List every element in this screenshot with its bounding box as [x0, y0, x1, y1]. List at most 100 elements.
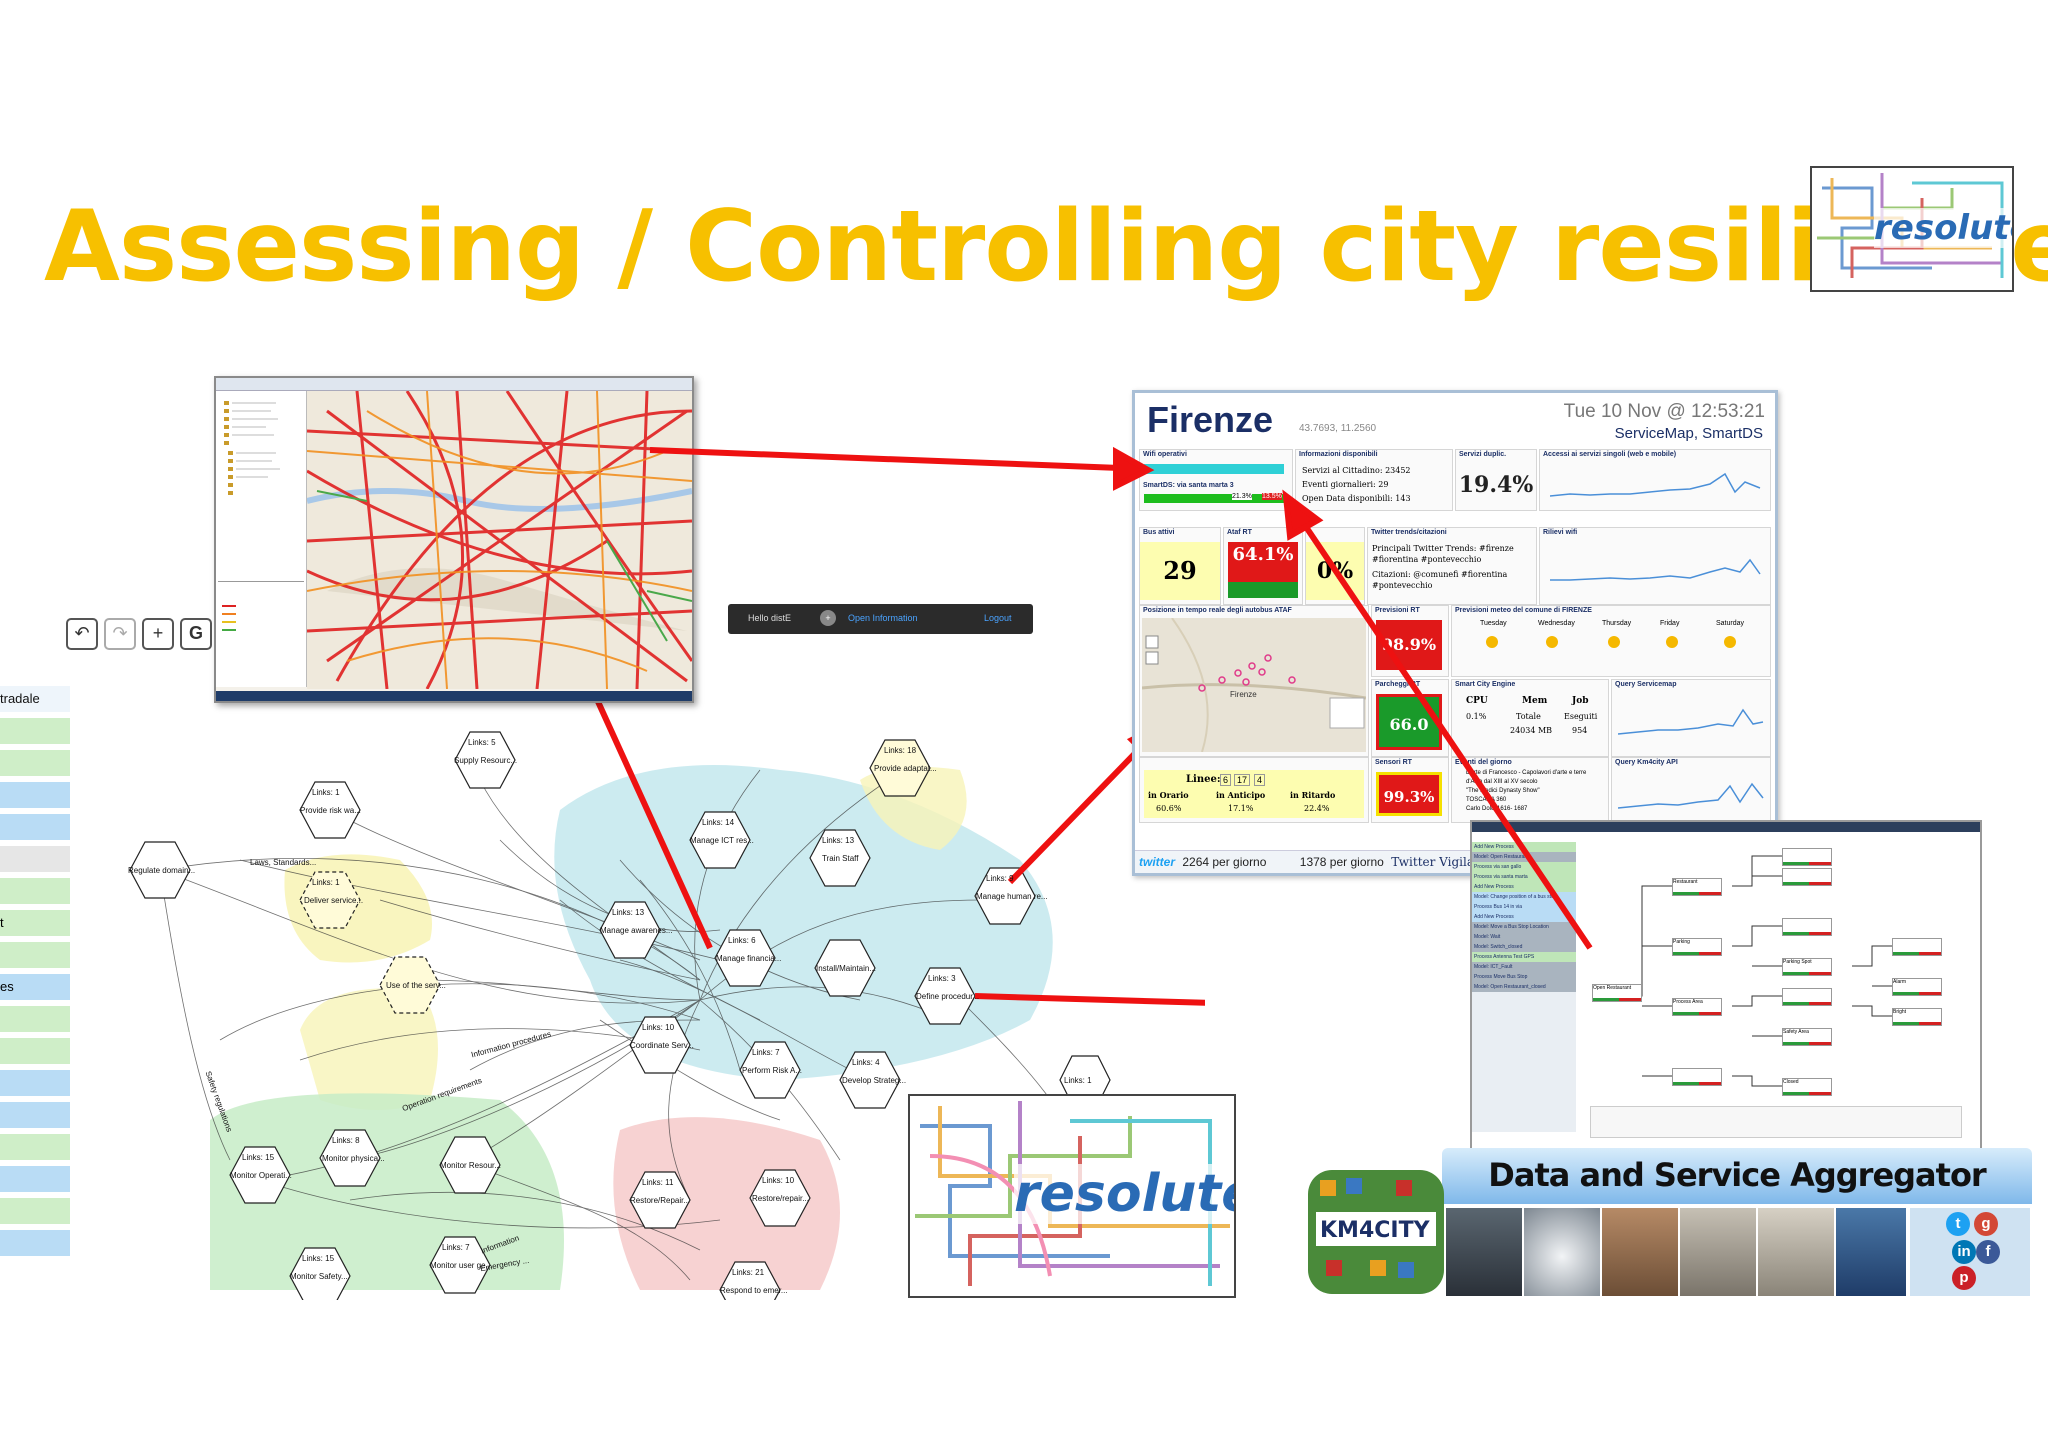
sidebar-item[interactable] [0, 878, 70, 904]
widget-title: Bus attivi [1143, 529, 1175, 536]
process-item[interactable]: Model: Open Restaurant [1472, 852, 1576, 862]
process-item[interactable]: Process via san gallo [1472, 862, 1576, 872]
process-item[interactable]: Model: Switch_closed [1472, 942, 1576, 952]
km4city-banner: Data and Service Aggregator [1442, 1148, 2032, 1204]
widget-posizione[interactable]: Posizione in tempo reale degli autobus A… [1139, 605, 1369, 757]
open-information-link[interactable]: Open Information [848, 613, 918, 623]
tree-node[interactable]: Alarm [1892, 978, 1942, 996]
sidebar-item[interactable] [0, 1006, 70, 1032]
resolute-logo-bottom: resolute [908, 1094, 1236, 1298]
resilience-network-diagram [129, 600, 1205, 1300]
sce-header: Mem [1522, 696, 1548, 706]
twitter-icon[interactable]: t [1946, 1212, 1970, 1236]
tree-node[interactable]: Restaurant [1672, 878, 1722, 896]
sidebar-item[interactable] [0, 1166, 70, 1192]
social-icons: t g in f p [1910, 1208, 2030, 1296]
sidebar-item[interactable] [0, 1230, 70, 1256]
widget-title: SmartDS: via santa marta 3 [1143, 482, 1234, 489]
firenze-dashboard: Firenze 43.7693, 11.2560 Tue 10 Nov @ 12… [1132, 390, 1778, 876]
decision-tree-window: Add New Process Model: Open Restaurant P… [1470, 820, 1982, 1154]
sce-header: Job [1572, 696, 1589, 706]
google-plus-icon[interactable]: g [1974, 1212, 1998, 1236]
sidebar-item[interactable] [0, 1038, 70, 1064]
widget-title: Ataf RT [1227, 529, 1252, 536]
process-item[interactable]: Model: Change position of a bus stop [1472, 892, 1576, 902]
process-item[interactable]: Model: Move a Bus Stop Location [1472, 922, 1576, 932]
linkedin-icon[interactable]: in [1952, 1240, 1976, 1264]
process-item[interactable]: Model: Wait [1472, 932, 1576, 942]
widget-accessi[interactable]: Accessi ai servizi singoli (web e mobile… [1539, 449, 1771, 511]
process-item[interactable]: Add New Process [1472, 912, 1576, 922]
tree-node[interactable]: Bright [1892, 1008, 1942, 1026]
sidebar-item[interactable]: es [0, 974, 70, 1000]
process-item[interactable]: Model: ICT_Fault [1472, 962, 1576, 972]
sun-icon [1666, 636, 1678, 648]
tree-node[interactable]: Parking Spot [1782, 958, 1832, 976]
evento: "The Medici Dynasty Show" [1466, 788, 1540, 794]
sidebar-item[interactable] [0, 814, 70, 840]
dashboard-coords: 43.7693, 11.2560 [1299, 423, 1377, 434]
sidebar-item[interactable] [0, 782, 70, 808]
tree-node[interactable]: Safety Area [1782, 1028, 1832, 1046]
undo-icon[interactable]: ↶ [66, 618, 98, 650]
sidebar-item[interactable] [0, 1070, 70, 1096]
tree-node[interactable] [1782, 988, 1832, 1006]
widget-servizi[interactable]: Servizi duplic. 19.4% [1455, 449, 1537, 511]
g-icon[interactable]: G [180, 618, 212, 650]
info-line: Open Data disponibili: 143 [1302, 494, 1411, 503]
sidebar-item[interactable]: tradale [0, 686, 70, 712]
tree-node[interactable]: Parking [1672, 938, 1722, 956]
pinterest-icon[interactable]: p [1952, 1266, 1976, 1290]
widget-wifi[interactable]: Wifi operativi SmartDS: via santa marta … [1139, 449, 1293, 511]
plus-icon[interactable]: + [820, 610, 836, 626]
widget-bus[interactable]: Bus attivi 29 [1139, 527, 1221, 605]
sidebar-item[interactable] [0, 718, 70, 744]
logout-link[interactable]: Logout [984, 613, 1012, 623]
left-sidebar: tradale t es [0, 650, 90, 1300]
process-item[interactable]: Add New Process [1472, 882, 1576, 892]
linee-value: 17 [1234, 774, 1251, 786]
sidebar-item[interactable] [0, 942, 70, 968]
sidebar-item[interactable] [0, 1102, 70, 1128]
tree-node[interactable]: Open Restaurant [1592, 984, 1642, 1002]
widget-rilievi[interactable]: Rilievi wifi [1539, 527, 1771, 605]
widget-sce[interactable]: Smart City Engine CPU Mem Job 0.1% Total… [1451, 679, 1609, 757]
tree-node[interactable]: Process Area [1672, 998, 1722, 1016]
widget-km4city-api[interactable]: Query Km4city API [1611, 757, 1771, 823]
tree-node[interactable] [1672, 1068, 1722, 1086]
decision-tree-edges [1622, 855, 1902, 1087]
widget-query[interactable]: Query Servicemap [1611, 679, 1771, 757]
widget-meteo[interactable]: Previsioni meteo del comune di FIRENZE T… [1451, 605, 1771, 677]
sidebar-item[interactable] [0, 846, 70, 872]
widget-ataf[interactable]: Ataf RT 64.1% [1223, 527, 1303, 605]
facebook-icon[interactable]: f [1976, 1240, 2000, 1264]
sidebar-item[interactable] [0, 750, 70, 776]
hex-train [809, 829, 871, 887]
widget-title: Parcheggi RT [1375, 681, 1421, 688]
sidebar-item[interactable]: t [0, 910, 70, 936]
tree-node[interactable] [1892, 938, 1942, 956]
tree-node[interactable]: Closed [1782, 1078, 1832, 1096]
tree-node[interactable] [1782, 848, 1832, 866]
km4city-logo: KM4CITY [1306, 1168, 1446, 1296]
sun-icon [1608, 636, 1620, 648]
sidebar-label: tradale [0, 691, 40, 706]
hex-awareness [599, 901, 661, 959]
map-layer-tree [216, 391, 307, 687]
add-icon[interactable]: + [142, 618, 174, 650]
sce-value: Eseguiti [1564, 712, 1598, 721]
redo-icon[interactable]: ↷ [104, 618, 136, 650]
sidebar-item[interactable] [0, 1134, 70, 1160]
process-item[interactable]: Process Antenna Test GPS [1472, 952, 1576, 962]
process-item[interactable]: Process Move Bus Stop [1472, 972, 1576, 982]
process-item[interactable]: Process Bus 14 in via [1472, 902, 1576, 912]
process-item[interactable]: Process via santa marta [1472, 872, 1576, 882]
tree-node[interactable] [1782, 918, 1832, 936]
process-item[interactable]: Model: Open Restaurant_closed [1472, 982, 1576, 992]
tree-node[interactable] [1782, 868, 1832, 886]
widget-info[interactable]: Informazioni disponibili Servizi al Citt… [1295, 449, 1453, 511]
widget-twitter[interactable]: Twitter trends/citazioni Principali Twit… [1367, 527, 1537, 605]
sidebar-item[interactable] [0, 1198, 70, 1224]
widget-sensori[interactable]: Sensori RT 99.3% [1371, 757, 1449, 823]
widget-linee[interactable]: Linee: 6 17 4 in Orario in Anticipo in R… [1139, 757, 1369, 823]
